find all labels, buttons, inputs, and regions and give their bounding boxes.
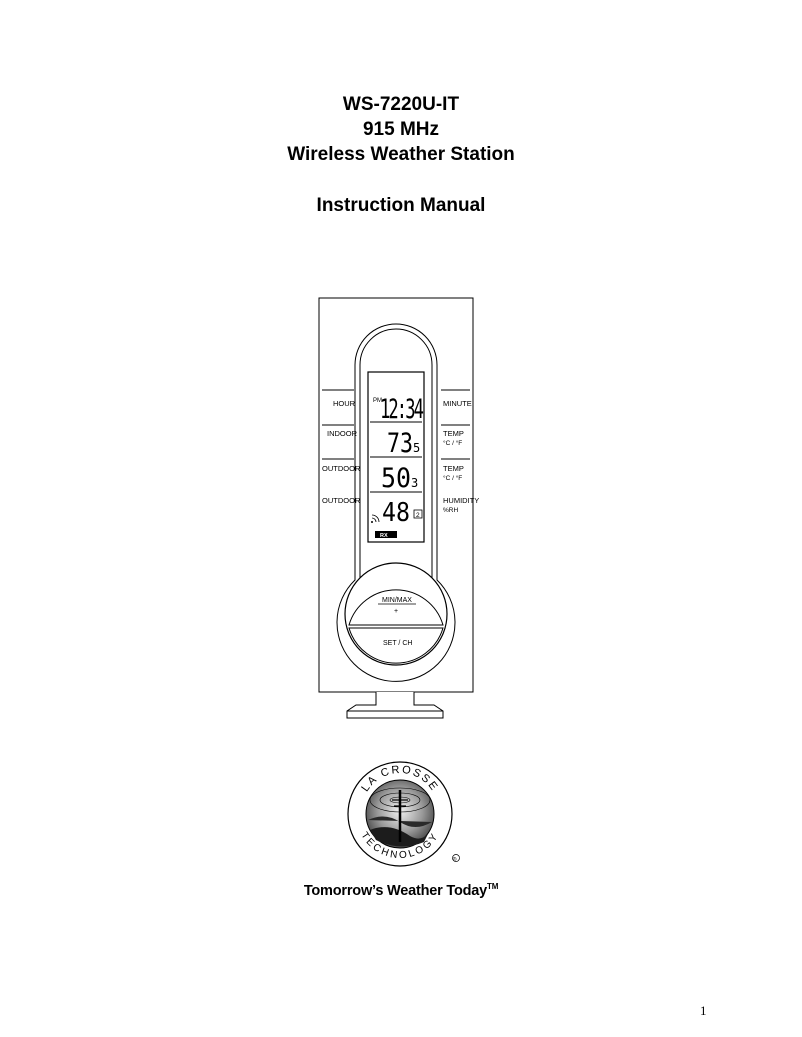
product-name: Wireless Weather Station: [287, 144, 515, 165]
document-type: Instruction Manual: [316, 195, 486, 216]
pm-indicator: PM: [373, 398, 382, 404]
lcd-outdoor-temp: 50: [381, 463, 411, 494]
label-minute: MINUTE: [443, 399, 472, 408]
la-crosse-logo: LA CROSSE TECHNOLOGY ®: [347, 761, 460, 867]
label-indoor: INDOOR: [327, 429, 358, 438]
page-number: 1: [700, 1003, 707, 1018]
tagline: Tomorrow’s Weather TodayTM: [0, 882, 802, 899]
title-block: WS-7220U-IT 915 MHz Wireless Weather Sta…: [0, 92, 802, 167]
label-humidity: HUMIDITY: [443, 496, 479, 505]
lcd-indoor-decimal: 5: [413, 441, 420, 455]
trademark-mark: TM: [487, 882, 499, 891]
channel-box: [413, 509, 423, 519]
plus-label: +: [394, 608, 398, 615]
lcd-time: 12:34: [380, 394, 423, 425]
lcd-outdoor-decimal: 3: [411, 476, 418, 490]
lcd-humidity: 48: [382, 498, 410, 528]
label-outdoor-temp: OUTDOOR: [322, 464, 361, 473]
frequency: 915 MHz: [362, 119, 440, 140]
label-indoor-unit: °C / °F: [443, 439, 462, 447]
label-hour: HOUR: [333, 399, 356, 408]
registered-mark: ®: [453, 856, 457, 863]
label-indoor-temp: TEMP: [443, 429, 464, 438]
label-outdoor-temp-right: TEMP: [443, 464, 464, 473]
rx-label: RX: [380, 533, 388, 539]
set-ch-label: SET / CH: [383, 640, 412, 647]
tagline-text: Tomorrow’s Weather Today: [303, 882, 488, 899]
minmax-button[interactable]: MIN/MAX +: [348, 589, 444, 626]
lcd-channel: 2: [416, 512, 420, 519]
lcd-indoor-temp: 73: [387, 428, 413, 459]
signal-icon: [371, 514, 380, 523]
label-rh: %RH: [443, 507, 458, 514]
rx-indicator: [375, 531, 397, 538]
model-number: WS-7220U-IT: [342, 94, 460, 115]
minmax-label: MIN/MAX: [382, 597, 412, 604]
device-stand: [346, 692, 444, 719]
label-outdoor-unit: °C / °F: [443, 474, 462, 482]
set-ch-button[interactable]: SET / CH: [348, 627, 444, 664]
label-outdoor-humidity: OUTDOOR: [322, 496, 361, 505]
